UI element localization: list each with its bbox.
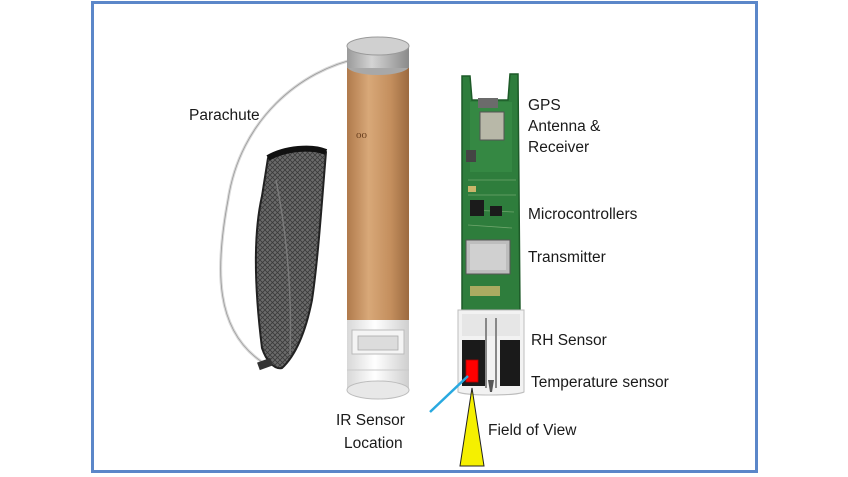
label-parachute: Parachute xyxy=(189,107,260,124)
label-rh-sensor: RH Sensor xyxy=(531,332,607,349)
field-of-view-cone xyxy=(459,387,485,467)
figure-frame xyxy=(91,1,758,473)
sonde-tube-body xyxy=(347,66,409,328)
label-field-of-view: Field of View xyxy=(488,422,577,439)
label-gps-line3: Receiver xyxy=(528,139,590,156)
label-microcontrollers: Microcontrollers xyxy=(528,206,638,223)
label-gps-line2: Antenna & xyxy=(528,118,601,135)
label-ir-line1: IR Sensor xyxy=(336,412,405,429)
svg-text:oo: oo xyxy=(356,129,368,141)
ir-sensor-marker xyxy=(465,359,479,383)
parachute-bag xyxy=(254,147,328,370)
label-transmitter: Transmitter xyxy=(528,249,606,266)
ir-leader-line xyxy=(429,375,469,413)
label-temperature-sensor: Temperature sensor xyxy=(531,374,669,391)
microcontroller-chip xyxy=(470,200,484,216)
gps-module xyxy=(479,111,505,141)
label-ir-line2: Location xyxy=(344,435,403,452)
label-gps-line1: GPS xyxy=(528,97,561,114)
